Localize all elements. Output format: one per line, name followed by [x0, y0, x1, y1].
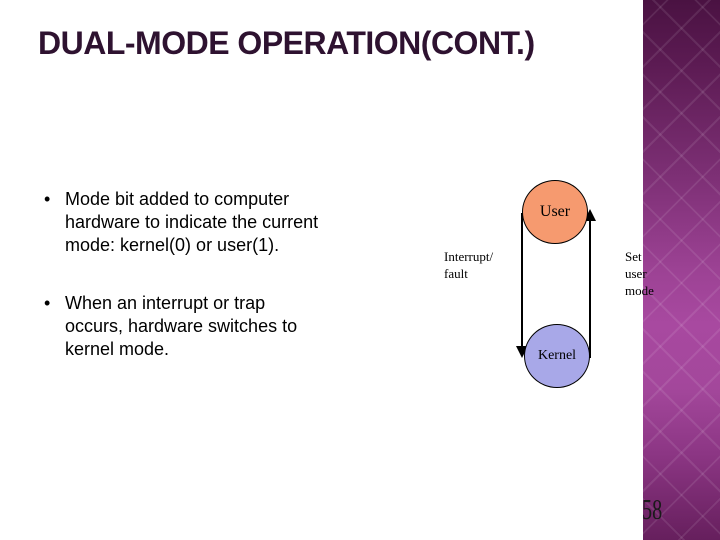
bullet-list: • Mode bit added to computer hardware to…: [44, 188, 374, 361]
set-mode-transition-line: [589, 221, 591, 358]
slide-title: DUAL-MODE OPERATION(CONT.): [38, 25, 535, 61]
bullet-text: Mode bit added to computer hardware to i…: [65, 189, 319, 255]
bullet-item: • When an interrupt or trap occurs, hard…: [44, 292, 374, 361]
kernel-mode-node: Kernel: [524, 324, 590, 388]
kernel-mode-label: Kernel: [537, 348, 577, 363]
interrupt-fault-label: Interrupt/ fault: [444, 249, 494, 281]
interrupt-transition-line: [521, 213, 523, 347]
bullet-marker: •: [44, 189, 51, 209]
page-number: 58: [642, 495, 663, 526]
user-mode-label: User: [539, 203, 571, 220]
bullet-marker: •: [44, 293, 51, 313]
bullet-item: • Mode bit added to computer hardware to…: [44, 188, 374, 257]
bullet-text: When an interrupt or trap occurs, hardwa…: [65, 293, 298, 359]
set-user-mode-label: Set user mode: [625, 249, 654, 298]
user-mode-node: User: [522, 180, 588, 244]
decorative-side-band: [643, 0, 720, 540]
